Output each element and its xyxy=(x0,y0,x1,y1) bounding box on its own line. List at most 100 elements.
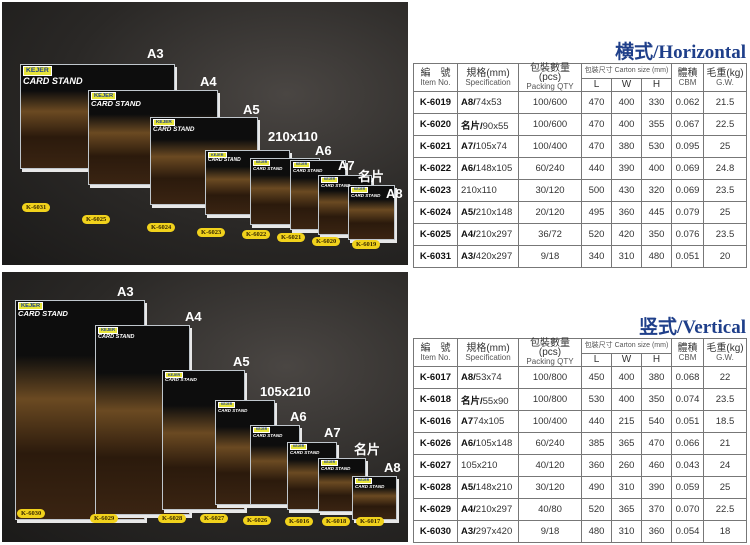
size-label: 210x110 xyxy=(268,129,318,144)
cell: 400 xyxy=(611,113,642,136)
cell: 350 xyxy=(641,388,672,411)
product-label: CARD STAND xyxy=(153,126,195,134)
cell: 40/120 xyxy=(518,454,582,477)
product-label: CARD STAND xyxy=(290,449,320,455)
cell: 365 xyxy=(611,432,642,455)
cell: 0.095 xyxy=(671,135,704,158)
cell: 540 xyxy=(641,410,672,433)
header-h: H xyxy=(641,77,672,93)
product-label: CARD STAND xyxy=(98,333,135,340)
brand-logo: KEJER xyxy=(321,460,339,466)
product-label: CARD STAND xyxy=(351,192,381,198)
size-label: A6 xyxy=(315,143,332,158)
item-code-badge: K-6029 xyxy=(90,514,119,523)
item-code-badge: K-6028 xyxy=(158,514,187,523)
cell: 360 xyxy=(611,201,642,224)
cell: 480 xyxy=(581,520,612,543)
size-label: A7 xyxy=(338,158,355,173)
header-w: W xyxy=(611,352,642,368)
cell: 310 xyxy=(611,245,642,268)
cell: 0.079 xyxy=(671,201,704,224)
cell: 100/800 xyxy=(518,366,582,389)
cell: 380 xyxy=(641,366,672,389)
brand-logo: KEJER xyxy=(153,119,175,127)
cell: 480 xyxy=(641,245,672,268)
cell: 22 xyxy=(703,366,747,389)
spec: A6/148x105 xyxy=(457,157,519,180)
cell: 520 xyxy=(581,223,612,246)
header-spec: 規格(mm)Specification xyxy=(457,63,519,92)
size-label: 105x210 xyxy=(260,384,311,399)
header-spec: 規格(mm)Specification xyxy=(457,338,519,367)
cell: 470 xyxy=(581,113,612,136)
cell: 23.5 xyxy=(703,179,747,202)
cell: 21 xyxy=(703,432,747,455)
cell: 470 xyxy=(581,91,612,114)
cell: 60/240 xyxy=(518,432,582,455)
brand-logo: KEJER xyxy=(98,327,118,334)
cell: 495 xyxy=(581,201,612,224)
product-label: CARD STAND xyxy=(355,483,385,489)
cell: 370 xyxy=(641,498,672,521)
horizontal-title: 横式/Horizontal xyxy=(615,42,746,63)
cell: 350 xyxy=(641,223,672,246)
header-gw: 毛重(kg)G.W. xyxy=(703,63,747,92)
cell: 530 xyxy=(581,388,612,411)
cell: 0.054 xyxy=(671,520,704,543)
spec: A4/210x297 xyxy=(457,498,519,521)
cell: 100/800 xyxy=(518,388,582,411)
spec: A3/297x420 xyxy=(457,520,519,543)
size-label: A5 xyxy=(233,354,250,369)
cell: 360 xyxy=(581,454,612,477)
product-label: CARD STAND xyxy=(321,182,351,188)
cell: 380 xyxy=(611,135,642,158)
cell: 530 xyxy=(641,135,672,158)
cell: 20/120 xyxy=(518,201,582,224)
size-label: A5 xyxy=(243,102,260,117)
cell: 18 xyxy=(703,520,747,543)
item-no: K-6029 xyxy=(413,498,458,521)
cell: 490 xyxy=(581,476,612,499)
header-packing: 包裝數量(pcs)Packing QTY xyxy=(518,63,582,92)
header-l: L xyxy=(581,352,612,368)
cell: 0.059 xyxy=(671,476,704,499)
header-h: H xyxy=(641,352,672,368)
spec: 210x110 xyxy=(457,179,519,202)
cell: 400 xyxy=(611,366,642,389)
size-label: 名片 xyxy=(358,169,385,184)
item-code-badge: K-6016 xyxy=(285,517,314,526)
cell: 310 xyxy=(611,520,642,543)
cell: 25 xyxy=(703,201,747,224)
cell: 60/240 xyxy=(518,157,582,180)
cell: 460 xyxy=(641,454,672,477)
product-label: CARD STAND xyxy=(218,407,248,413)
cell: 0.051 xyxy=(671,245,704,268)
cell: 390 xyxy=(641,476,672,499)
brand-logo: KEJER xyxy=(165,372,184,379)
item-code-badge: K-6031 xyxy=(22,203,51,212)
item-no: K-6019 xyxy=(413,91,458,114)
brand-logo: KEJER xyxy=(18,302,44,311)
cell: 23.5 xyxy=(703,223,747,246)
cell: 400 xyxy=(611,388,642,411)
item-no: K-6031 xyxy=(413,245,458,268)
item-code-badge: K-6019 xyxy=(352,240,381,249)
cell: 440 xyxy=(581,157,612,180)
size-label: A8 xyxy=(386,186,403,201)
cell: 22.5 xyxy=(703,498,747,521)
brand-logo: KEJER xyxy=(218,402,236,408)
cell: 400 xyxy=(611,91,642,114)
